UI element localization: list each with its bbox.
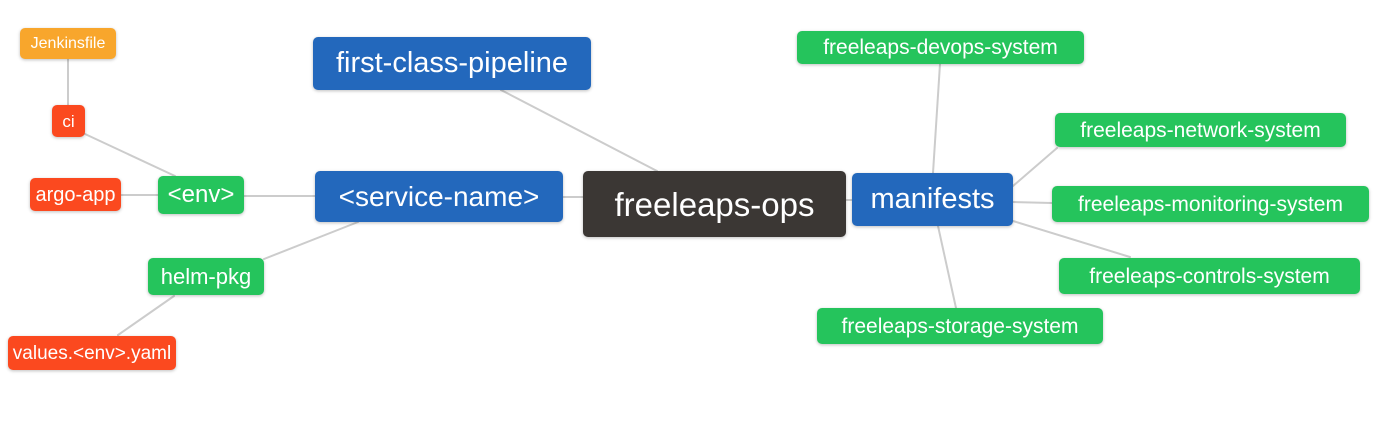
node-freeleaps-storage-system[interactable]: freeleaps-storage-system [817, 308, 1103, 344]
node-freeleaps-controls-system[interactable]: freeleaps-controls-system [1059, 258, 1360, 294]
node-freeleaps-monitoring-system[interactable]: freeleaps-monitoring-system [1052, 186, 1369, 222]
node-jenkinsfile[interactable]: Jenkinsfile [20, 28, 116, 59]
edge-manifests-monitoring-system [1012, 201, 1053, 204]
edge-service-name-helm-pkg [263, 221, 359, 260]
node-manifests[interactable]: manifests [852, 173, 1013, 226]
node-freeleaps-network-system[interactable]: freeleaps-network-system [1055, 113, 1346, 147]
node-values-env-yaml[interactable]: values.<env>.yaml [8, 336, 176, 370]
edge-manifests-network-system [1012, 147, 1058, 187]
edge-ci-env [84, 133, 176, 177]
node-freeleaps-devops-system[interactable]: freeleaps-devops-system [797, 31, 1084, 64]
node-argo-app[interactable]: argo-app [30, 178, 121, 211]
node-freeleaps-ops[interactable]: freeleaps-ops [583, 171, 846, 237]
edge-manifests-devops-system [932, 63, 941, 174]
node-helm-pkg[interactable]: helm-pkg [148, 258, 264, 295]
edge-helm-pkg-values-env-yaml [117, 295, 175, 336]
node-ci[interactable]: ci [52, 105, 85, 137]
node-first-class-pipeline[interactable]: first-class-pipeline [313, 37, 591, 90]
edge-manifests-controls-system [1012, 220, 1131, 258]
edge-manifests-storage-system [937, 225, 957, 309]
node-env[interactable]: <env> [158, 176, 244, 214]
node-service-name[interactable]: <service-name> [315, 171, 563, 222]
edge-pipeline-freeleaps-ops [500, 89, 658, 172]
